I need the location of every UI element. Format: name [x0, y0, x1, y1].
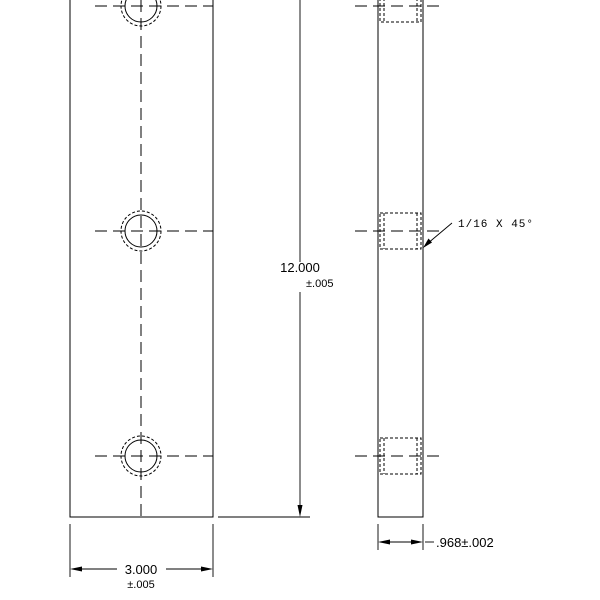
side-view [355, 0, 445, 518]
chamfer-leader-line [426, 222, 453, 245]
hole-bottom [95, 435, 213, 477]
width-arrow-right [201, 566, 213, 572]
length-arrow-bottom [297, 505, 303, 517]
thickness-arrow-right [411, 539, 423, 545]
side-hole-top [355, 0, 445, 23]
chamfer-callout: 1/16 X 45° [423, 219, 534, 248]
front-plate-outline [69, 0, 214, 518]
front-view [69, 0, 214, 518]
side-hole-bottom [355, 437, 445, 475]
hole-top [95, 0, 213, 27]
length-dimension: 12.000 ±.005 [218, 0, 333, 518]
side-hole-middle [355, 212, 445, 250]
chamfer-leader-arrow [423, 238, 432, 248]
side-plate-outline [377, 0, 424, 518]
width-value: 3.000 [125, 562, 158, 577]
thickness-value: .968±.002 [436, 535, 494, 550]
hole-middle [95, 210, 213, 252]
length-tolerance: ±.005 [306, 278, 333, 290]
length-value: 12.000 [280, 260, 320, 275]
width-dimension: 3.000 ±.005 [69, 524, 214, 591]
thickness-arrow-left [378, 539, 390, 545]
thickness-dimension: .968±.002 [377, 524, 494, 550]
width-tolerance: ±.005 [127, 579, 154, 591]
width-arrow-left [70, 566, 82, 572]
chamfer-note: 1/16 X 45° [458, 219, 534, 231]
